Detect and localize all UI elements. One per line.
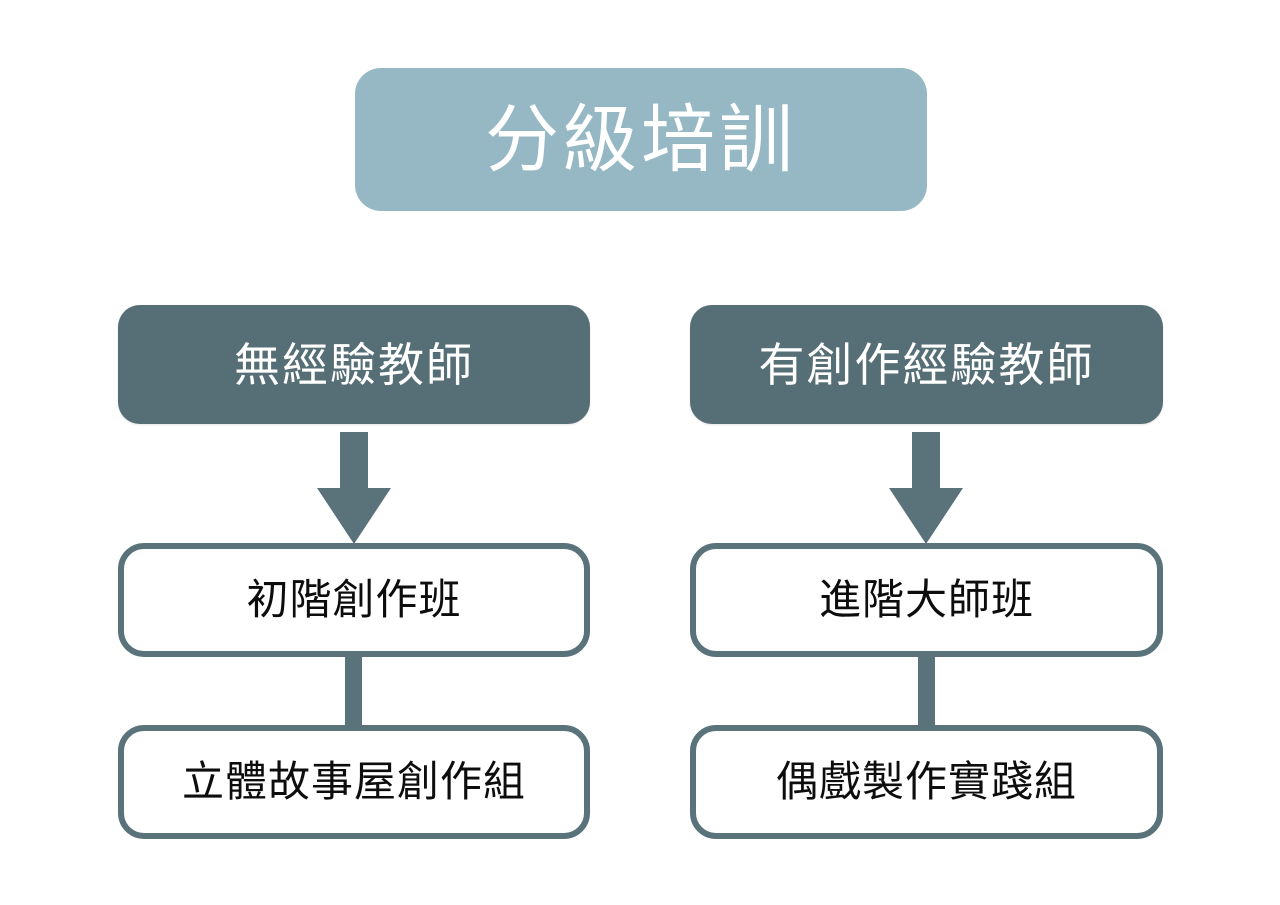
arrow-head	[317, 488, 391, 544]
connector-bar-left	[345, 653, 362, 727]
arrow-shaft	[340, 432, 368, 492]
course-box-master: 進階大師班	[690, 543, 1163, 657]
course-box-label: 初階創作班	[246, 576, 462, 623]
arrow-head	[889, 488, 963, 544]
group-box-puppet-making: 偶戲製作實踐組	[690, 725, 1163, 839]
diagram-title-text: 分級培訓	[485, 97, 797, 181]
arrow-down-icon-left	[317, 432, 391, 544]
connector-bar-right	[918, 653, 935, 727]
group-box-label: 偶戲製作實踐組	[775, 758, 1077, 805]
diagram-title-banner: 分級培訓	[355, 68, 927, 211]
course-box-beginner: 初階創作班	[118, 543, 590, 657]
arrow-down-icon-right	[889, 432, 963, 544]
column-header-label: 無經驗教師	[234, 338, 474, 391]
column-header-experienced: 有創作經驗教師	[690, 305, 1163, 424]
group-box-popup-story-house: 立體故事屋創作組	[118, 725, 590, 839]
column-header-label: 有創作經驗教師	[758, 338, 1095, 391]
arrow-shaft	[912, 432, 940, 492]
group-box-label: 立體故事屋創作組	[181, 758, 526, 805]
course-box-label: 進階大師班	[818, 576, 1034, 623]
column-header-no-experience: 無經驗教師	[118, 305, 590, 424]
